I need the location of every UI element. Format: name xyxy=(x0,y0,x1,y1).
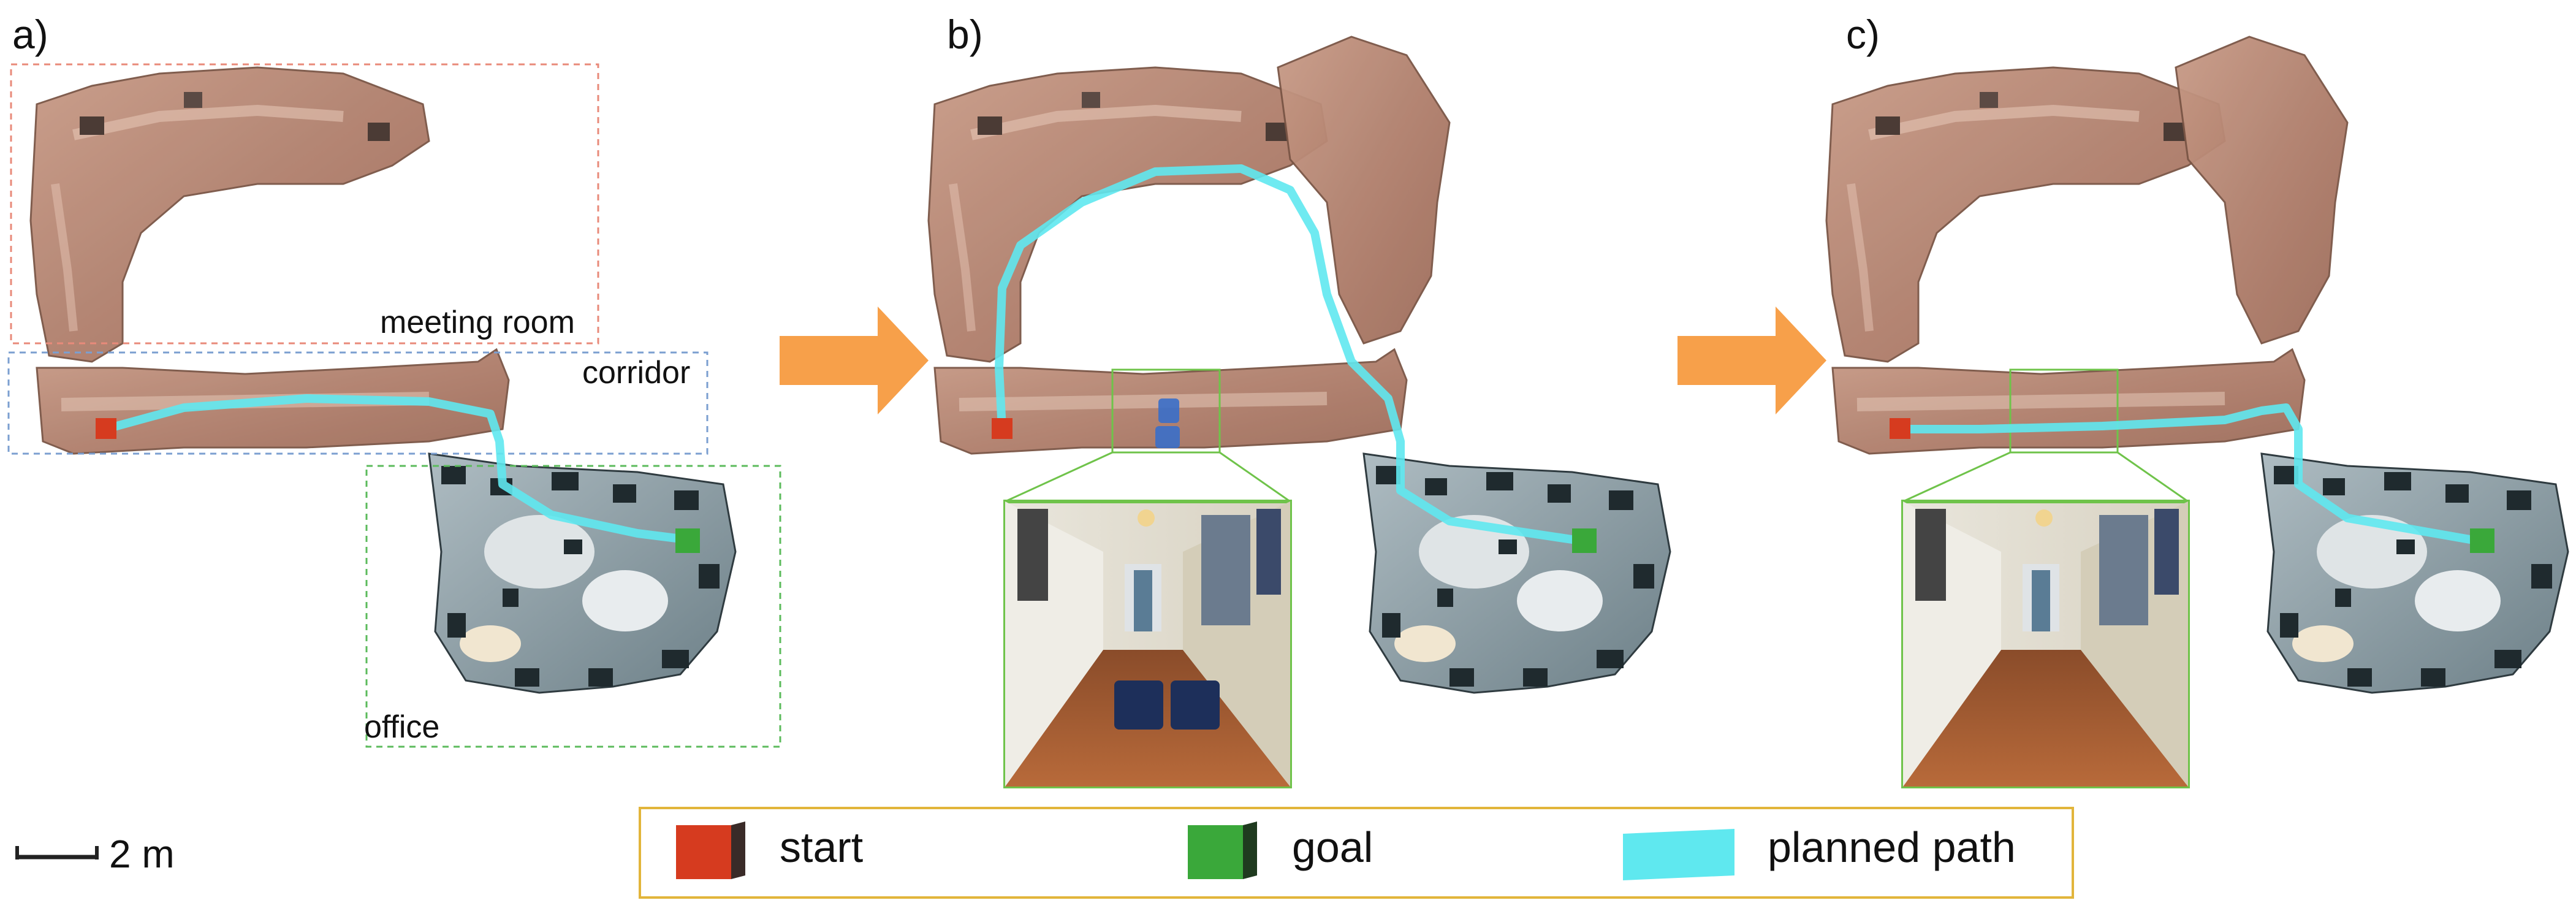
meeting-room-box xyxy=(10,63,599,345)
goal-marker-a xyxy=(675,528,700,553)
legend-path-swatch xyxy=(1623,829,1734,880)
panel-c-map xyxy=(1826,36,2569,694)
meeting-room-label: meeting room xyxy=(380,305,575,340)
goal-marker-c xyxy=(2470,528,2494,553)
inset-zoom-box-c xyxy=(2009,368,2119,454)
scale-bar xyxy=(15,846,99,860)
arrow-right-icon xyxy=(1677,307,1826,414)
legend xyxy=(639,807,2074,899)
office-box xyxy=(365,465,781,748)
office-label: office xyxy=(364,709,440,745)
panel-label-c: c) xyxy=(1846,12,1880,57)
panel-a-map xyxy=(7,63,781,748)
planned-path-a xyxy=(101,394,691,544)
panel-label-a: a) xyxy=(12,12,48,57)
arrow-right-icon xyxy=(780,307,929,414)
inset-zoom-box-b xyxy=(1111,368,1221,454)
planned-path-b xyxy=(995,164,1576,544)
start-marker-c xyxy=(1890,418,1910,439)
legend-start-label: start xyxy=(780,823,864,871)
inset-photo-c xyxy=(1901,500,2190,788)
legend-goal-label: goal xyxy=(1292,823,1373,871)
blue-obstacle-icon xyxy=(1155,398,1180,448)
panel-b-map xyxy=(929,36,1671,694)
planned-path-c xyxy=(1896,403,2474,544)
corridor-label: corridor xyxy=(582,355,691,391)
legend-goal-swatch xyxy=(1188,821,1257,879)
goal-marker-b xyxy=(1572,528,1597,553)
start-marker-a xyxy=(96,418,116,439)
panel-label-b: b) xyxy=(947,12,983,57)
start-marker-b xyxy=(992,418,1013,439)
scale-bar-label: 2 m xyxy=(109,832,175,876)
corridor-box xyxy=(7,351,709,455)
legend-start-swatch xyxy=(676,821,745,879)
legend-path-label: planned path xyxy=(1768,823,2016,871)
inset-photo-b xyxy=(1003,500,1292,788)
